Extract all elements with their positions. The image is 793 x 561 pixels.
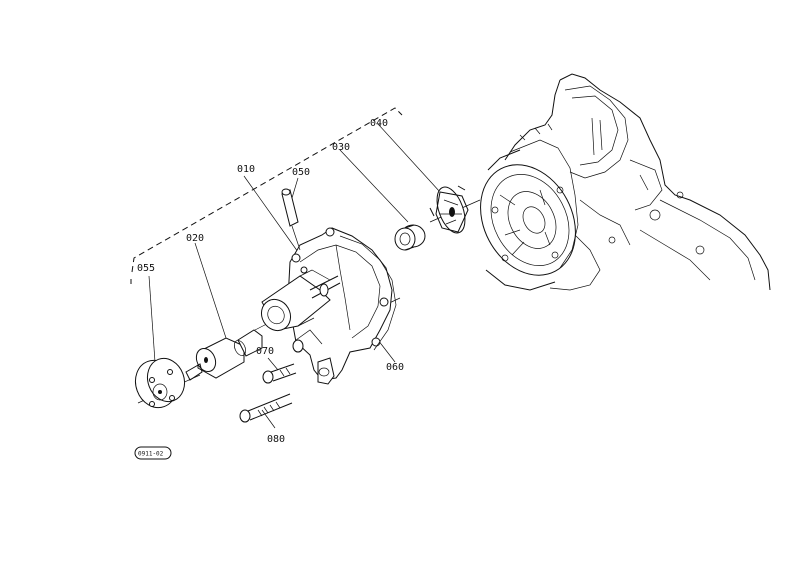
long-bolt-part-080	[239, 393, 293, 423]
label-020: 020	[186, 233, 204, 244]
part-labels: 040 030 010 050 020 055 060 070 080	[137, 118, 404, 445]
short-bolt-part-070	[262, 363, 297, 384]
dowel-part-050	[281, 188, 301, 251]
bearing-shaft-part-020	[185, 329, 263, 381]
assembly-bracket	[130, 107, 403, 284]
figure-number-text: 0911-02	[138, 451, 164, 458]
label-050: 050	[292, 167, 310, 178]
label-070: 070	[256, 346, 274, 357]
label-040: 040	[370, 118, 388, 129]
label-055: 055	[137, 263, 155, 274]
pump-housing-part-010	[260, 227, 397, 385]
label-030: 030	[332, 142, 350, 153]
figure-number-badge: 0911-02	[134, 446, 172, 460]
impeller-part-040	[429, 185, 469, 234]
pulley-hub-part-055	[134, 357, 186, 409]
label-080: 080	[267, 434, 285, 445]
engine-block	[480, 73, 771, 291]
label-010: 010	[237, 164, 255, 175]
label-060: 060	[386, 362, 404, 373]
seal-part-030	[394, 224, 426, 251]
